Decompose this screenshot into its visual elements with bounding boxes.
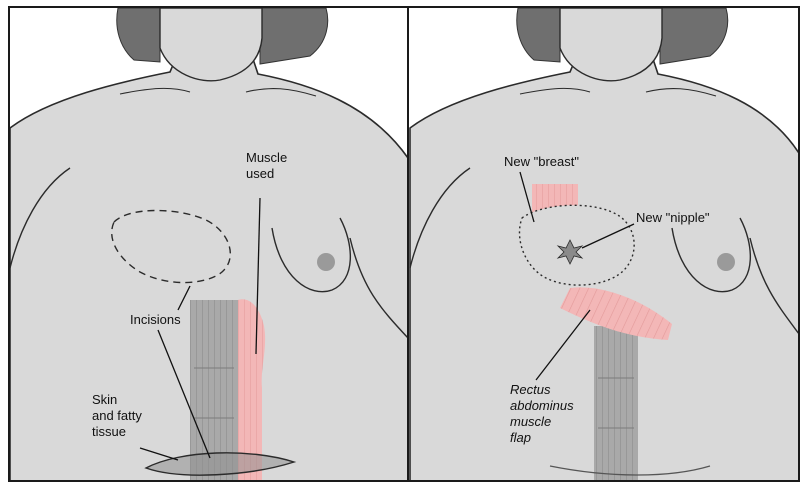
- right-panel: New "breast" New "nipple" Rectus abdomin…: [410, 8, 800, 482]
- diagram-canvas: Muscle used Incisions Skin and fatty tis…: [10, 8, 800, 482]
- areola-left-panel: [317, 253, 335, 271]
- label-new-breast: New "breast": [504, 154, 579, 169]
- areola-right-panel: [717, 253, 735, 271]
- left-panel: Muscle used Incisions Skin and fatty tis…: [10, 8, 408, 482]
- label-incisions: Incisions: [130, 312, 181, 327]
- label-new-nipple: New "nipple": [636, 210, 710, 225]
- remaining-rectus-gray: [594, 326, 638, 482]
- figure-frame: Muscle used Incisions Skin and fatty tis…: [8, 6, 800, 482]
